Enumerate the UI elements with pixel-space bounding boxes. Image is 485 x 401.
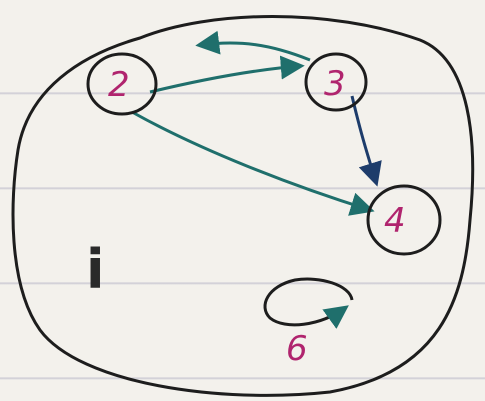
edge-3-to-2 (195, 30, 311, 62)
edge-3-to-4 (350, 95, 382, 187)
node-4-circle (366, 184, 442, 256)
node-2-circle (86, 52, 158, 116)
node-3-label: 3 (324, 64, 346, 104)
node-6-label: 6 (286, 329, 308, 369)
node-4-label: 4 (384, 201, 406, 241)
node-6-self-loop (263, 277, 354, 329)
edge-2-to-3 (149, 55, 305, 94)
annotation-i: i (86, 238, 105, 301)
edge-2-to-4 (131, 110, 375, 216)
outer-boundary (11, 15, 475, 397)
node-3-circle (304, 52, 368, 112)
node-2-label: 2 (108, 65, 130, 105)
